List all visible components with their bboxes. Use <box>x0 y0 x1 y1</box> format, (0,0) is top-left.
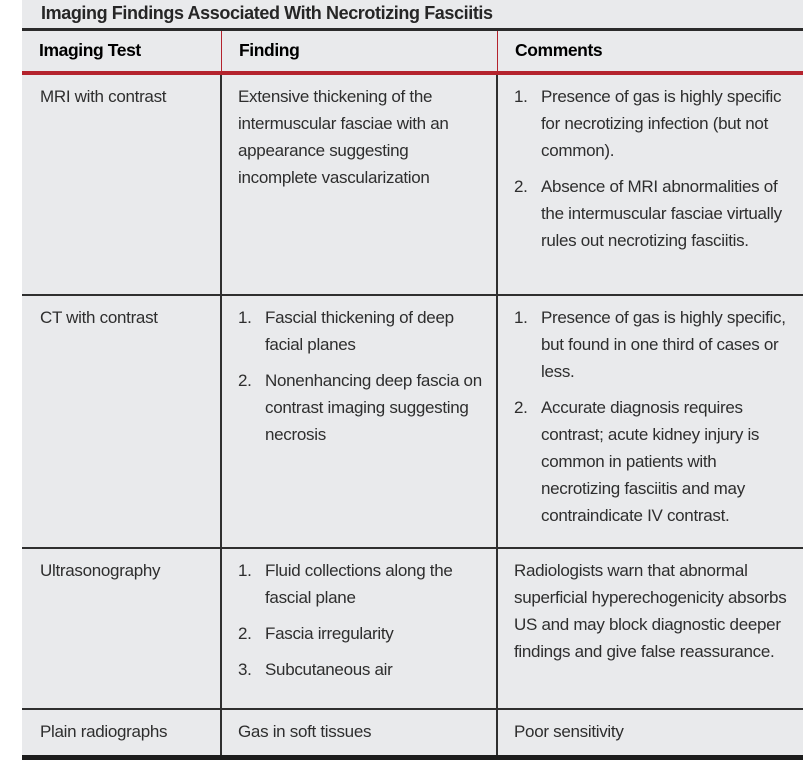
list-item: Presence of gas is highly specific for n… <box>541 87 782 160</box>
list-item: Nonenhancing deep fascia on contrast ima… <box>265 371 482 444</box>
list-item: Absence of MRI abnormalities of the inte… <box>541 177 782 250</box>
list-item: Presence of gas is highly specific, but … <box>541 308 786 381</box>
finding-cell: Extensive thickening of the intermuscula… <box>222 75 498 294</box>
finding-cell: Fluid collections along the fascial plan… <box>222 549 498 708</box>
list-item: Accurate diagnosis requires contrast; ac… <box>541 398 760 525</box>
table-row: Plain radiographs Gas in soft tissues Poor… <box>22 708 803 755</box>
finding-list: Fluid collections along the fascial plan… <box>238 557 486 683</box>
column-header-finding: Finding <box>222 30 498 71</box>
imaging-findings-table: Imaging Findings Associated With Necroti… <box>22 0 803 760</box>
finding-text: Extensive thickening of the intermuscula… <box>238 87 449 187</box>
comments-cell: Poor sensitivity <box>498 710 803 755</box>
comments-list: Presence of gas is highly specific, but … <box>514 304 789 529</box>
list-item: Fascial thickening of deep facial planes <box>265 308 454 354</box>
finding-cell: Fascial thickening of deep facial planes… <box>222 296 498 547</box>
imaging-test-cell: Ultrasonography <box>22 549 222 708</box>
column-header-imaging-test: Imaging Test <box>22 30 222 71</box>
comments-list: Presence of gas is highly specific for n… <box>514 83 789 254</box>
list-item: Fluid collections along the fascial plan… <box>265 561 453 607</box>
comments-cell: Presence of gas is highly specific, but … <box>498 296 803 547</box>
comments-text: Radiologists warn that abnormal superfic… <box>514 561 787 661</box>
header-divider <box>22 70 803 75</box>
imaging-test-cell: CT with contrast <box>22 296 222 547</box>
comments-cell: Radiologists warn that abnormal superfic… <box>498 549 803 708</box>
imaging-test-cell: Plain radiographs <box>22 710 222 755</box>
imaging-test-cell: MRI with contrast <box>22 75 222 294</box>
column-header-comments: Comments <box>515 40 603 60</box>
finding-text: Gas in soft tissues <box>238 722 372 741</box>
comments-text: Poor sensitivity <box>514 722 624 741</box>
title-divider <box>22 28 803 31</box>
finding-list: Fascial thickening of deep facial planes… <box>238 304 486 448</box>
table-title: Imaging Findings Associated With Necroti… <box>22 0 803 28</box>
comments-cell: Presence of gas is highly specific for n… <box>498 75 803 294</box>
list-item: Subcutaneous air <box>265 660 393 679</box>
finding-cell: Gas in soft tissues <box>222 710 498 755</box>
table-header-row: Imaging Test Finding Comments <box>22 30 803 71</box>
list-item: Fascia irregularity <box>265 624 394 643</box>
table-row: Ultrasonography Fluid collections along t… <box>22 547 803 708</box>
